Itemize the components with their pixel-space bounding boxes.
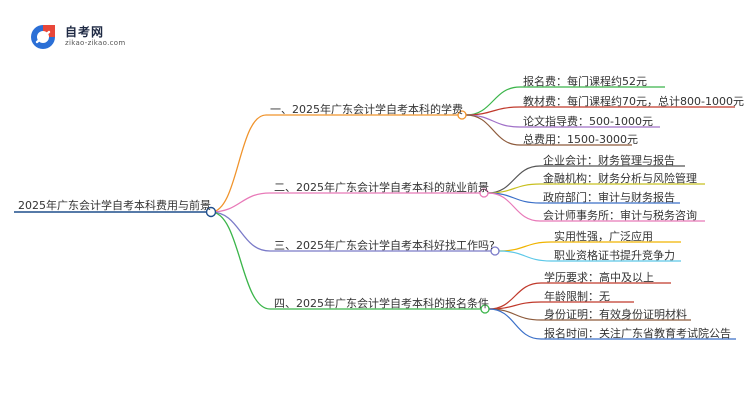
leaf-label[interactable]: 实用性强，广泛应用: [554, 230, 653, 243]
leaf-connector: [488, 308, 542, 340]
leaf-label[interactable]: 年龄限制：无: [544, 290, 610, 303]
site-logo[interactable]: 自考网 zikao-zikao.com: [28, 22, 148, 54]
leaf-label[interactable]: 报名时间：关注广东省教育考试院公告: [544, 327, 731, 340]
branch-node-circle[interactable]: [457, 110, 467, 120]
leaf-connector: [465, 114, 521, 128]
branch-node-circle[interactable]: [490, 246, 500, 256]
branch-node-circle[interactable]: [480, 304, 490, 314]
leaf-connector: [498, 250, 552, 262]
branch-connector: [210, 211, 271, 252]
leaf-label[interactable]: 企业会计：财务管理与报告: [543, 154, 675, 167]
leaf-label[interactable]: 总费用：1500-3000元: [523, 133, 638, 146]
logo-title: 自考网: [65, 25, 105, 39]
leaf-label[interactable]: 身份证明：有效身份证明材料: [544, 308, 687, 321]
leaf-connector: [465, 114, 521, 146]
leaf-label[interactable]: 会计师事务所：审计与税务咨询: [543, 209, 697, 222]
branch-node-circle[interactable]: [479, 188, 489, 198]
leaf-label[interactable]: 论文指导费：500-1000元: [523, 115, 653, 128]
branch-connector: [210, 211, 271, 310]
leaf-label[interactable]: 政府部门：审计与财务报告: [543, 191, 675, 204]
leaf-connector: [487, 192, 541, 222]
branch-label[interactable]: 四、2025年广东会计学自考本科的报名条件: [274, 297, 489, 310]
branch-connector: [210, 114, 267, 213]
leaf-connector: [498, 241, 552, 252]
branch-connector: [210, 192, 271, 213]
leaf-label[interactable]: 职业资格证书提升竞争力: [554, 249, 675, 262]
leaf-label[interactable]: 金融机构：财务分析与风险管理: [543, 172, 697, 185]
branch-label[interactable]: 三、2025年广东会计学自考本科好找工作吗?: [274, 239, 495, 252]
branch-label[interactable]: 二、2025年广东会计学自考本科的就业前景: [274, 181, 489, 194]
leaf-label[interactable]: 学历要求：高中及以上: [544, 271, 654, 284]
logo-subtitle: zikao-zikao.com: [65, 39, 126, 47]
root-node-label[interactable]: 2025年广东会计学自考本科费用与前景: [18, 199, 211, 212]
leaf-label[interactable]: 报名费：每门课程约52元: [523, 75, 647, 88]
branch-label[interactable]: 一、2025年广东会计学自考本科的学费: [270, 103, 463, 116]
root-node-circle[interactable]: [205, 206, 217, 218]
leaf-label[interactable]: 教材费：每门课程约70元，总计800-1000元: [523, 95, 744, 108]
logo-icon: [31, 25, 55, 49]
